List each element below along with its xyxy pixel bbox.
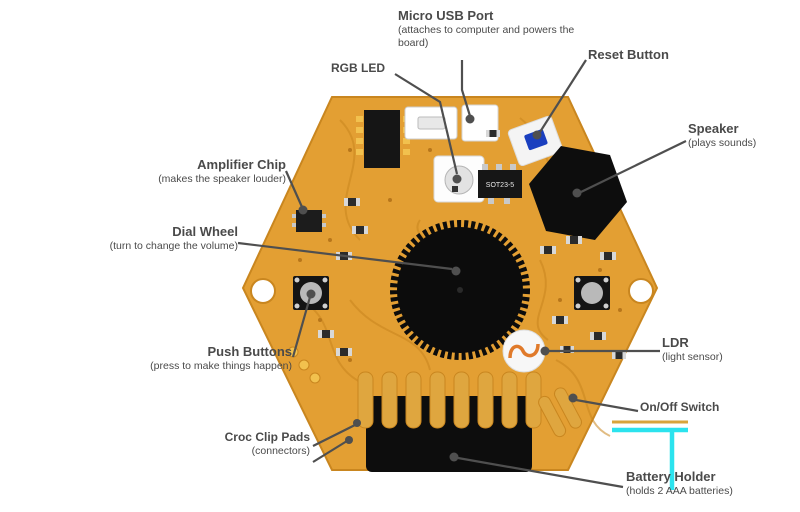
label-ldr-subtitle: (light sensor) (662, 351, 723, 364)
label-croc-clips: Croc Clip Pads (connectors) (190, 430, 310, 458)
label-croc-clips-subtitle: (connectors) (251, 445, 310, 457)
label-rgb-led-title: RGB LED (331, 61, 385, 75)
label-ldr: LDR (light sensor) (662, 335, 782, 364)
label-croc-clips-title: Croc Clip Pads (224, 430, 310, 444)
leader-dots (298, 114, 582, 462)
label-speaker: Speaker (plays sounds) (688, 121, 796, 150)
label-amplifier: Amplifier Chip (makes the speaker louder… (58, 157, 286, 186)
label-push-buttons-subtitle: (press to make things happen) (150, 360, 292, 373)
label-battery-title: Battery Holder (626, 469, 716, 484)
label-speaker-subtitle: (plays sounds) (688, 137, 757, 150)
label-onoff-switch: On/Off Switch (640, 400, 780, 415)
label-micro-usb-title: Micro USB Port (398, 8, 494, 23)
label-speaker-title: Speaker (688, 121, 739, 136)
sot23-chip: SOT23-5 (478, 164, 522, 204)
label-reset-button: Reset Button (588, 47, 669, 63)
croc-clip-teeth (357, 371, 542, 429)
push-button-right (574, 276, 610, 310)
highlight-cyan-line (612, 427, 688, 490)
label-rgb-led: RGB LED (331, 61, 385, 76)
label-dial: Dial Wheel (turn to change the volume) (40, 224, 238, 253)
leader-lines (237, 59, 687, 489)
label-amplifier-title: Amplifier Chip (197, 157, 286, 172)
label-dial-title: Dial Wheel (172, 224, 238, 239)
label-push-buttons-title: Push Buttons (207, 344, 293, 359)
top-left-ic (356, 110, 410, 168)
label-dial-subtitle: (turn to change the volume) (109, 240, 238, 253)
edge-teeth-right (538, 387, 583, 438)
reset-button (507, 115, 563, 167)
dial-wheel (390, 220, 530, 360)
label-reset-button-title: Reset Button (588, 47, 669, 62)
label-battery-subtitle: (holds 2 AAA batteries) (626, 485, 733, 498)
label-battery: Battery Holder (holds 2 AAA batteries) (626, 469, 798, 498)
label-micro-usb: Micro USB Port (attaches to computer and… (398, 8, 583, 51)
micro-usb-port (404, 106, 458, 140)
label-onoff-switch-title: On/Off Switch (640, 400, 720, 414)
mounting-hole-right (628, 278, 654, 304)
ldr-sensor (502, 329, 546, 373)
mounting-hole-left (250, 278, 276, 304)
silkscreen-text: SOT23-5 (486, 182, 515, 189)
label-micro-usb-subtitle: (attaches to computer and powers the boa… (398, 24, 575, 50)
label-push-buttons: Push Buttons (press to make things happe… (90, 344, 292, 373)
label-amplifier-subtitle: (makes the speaker louder) (158, 173, 286, 186)
label-ldr-title: LDR (662, 335, 689, 350)
